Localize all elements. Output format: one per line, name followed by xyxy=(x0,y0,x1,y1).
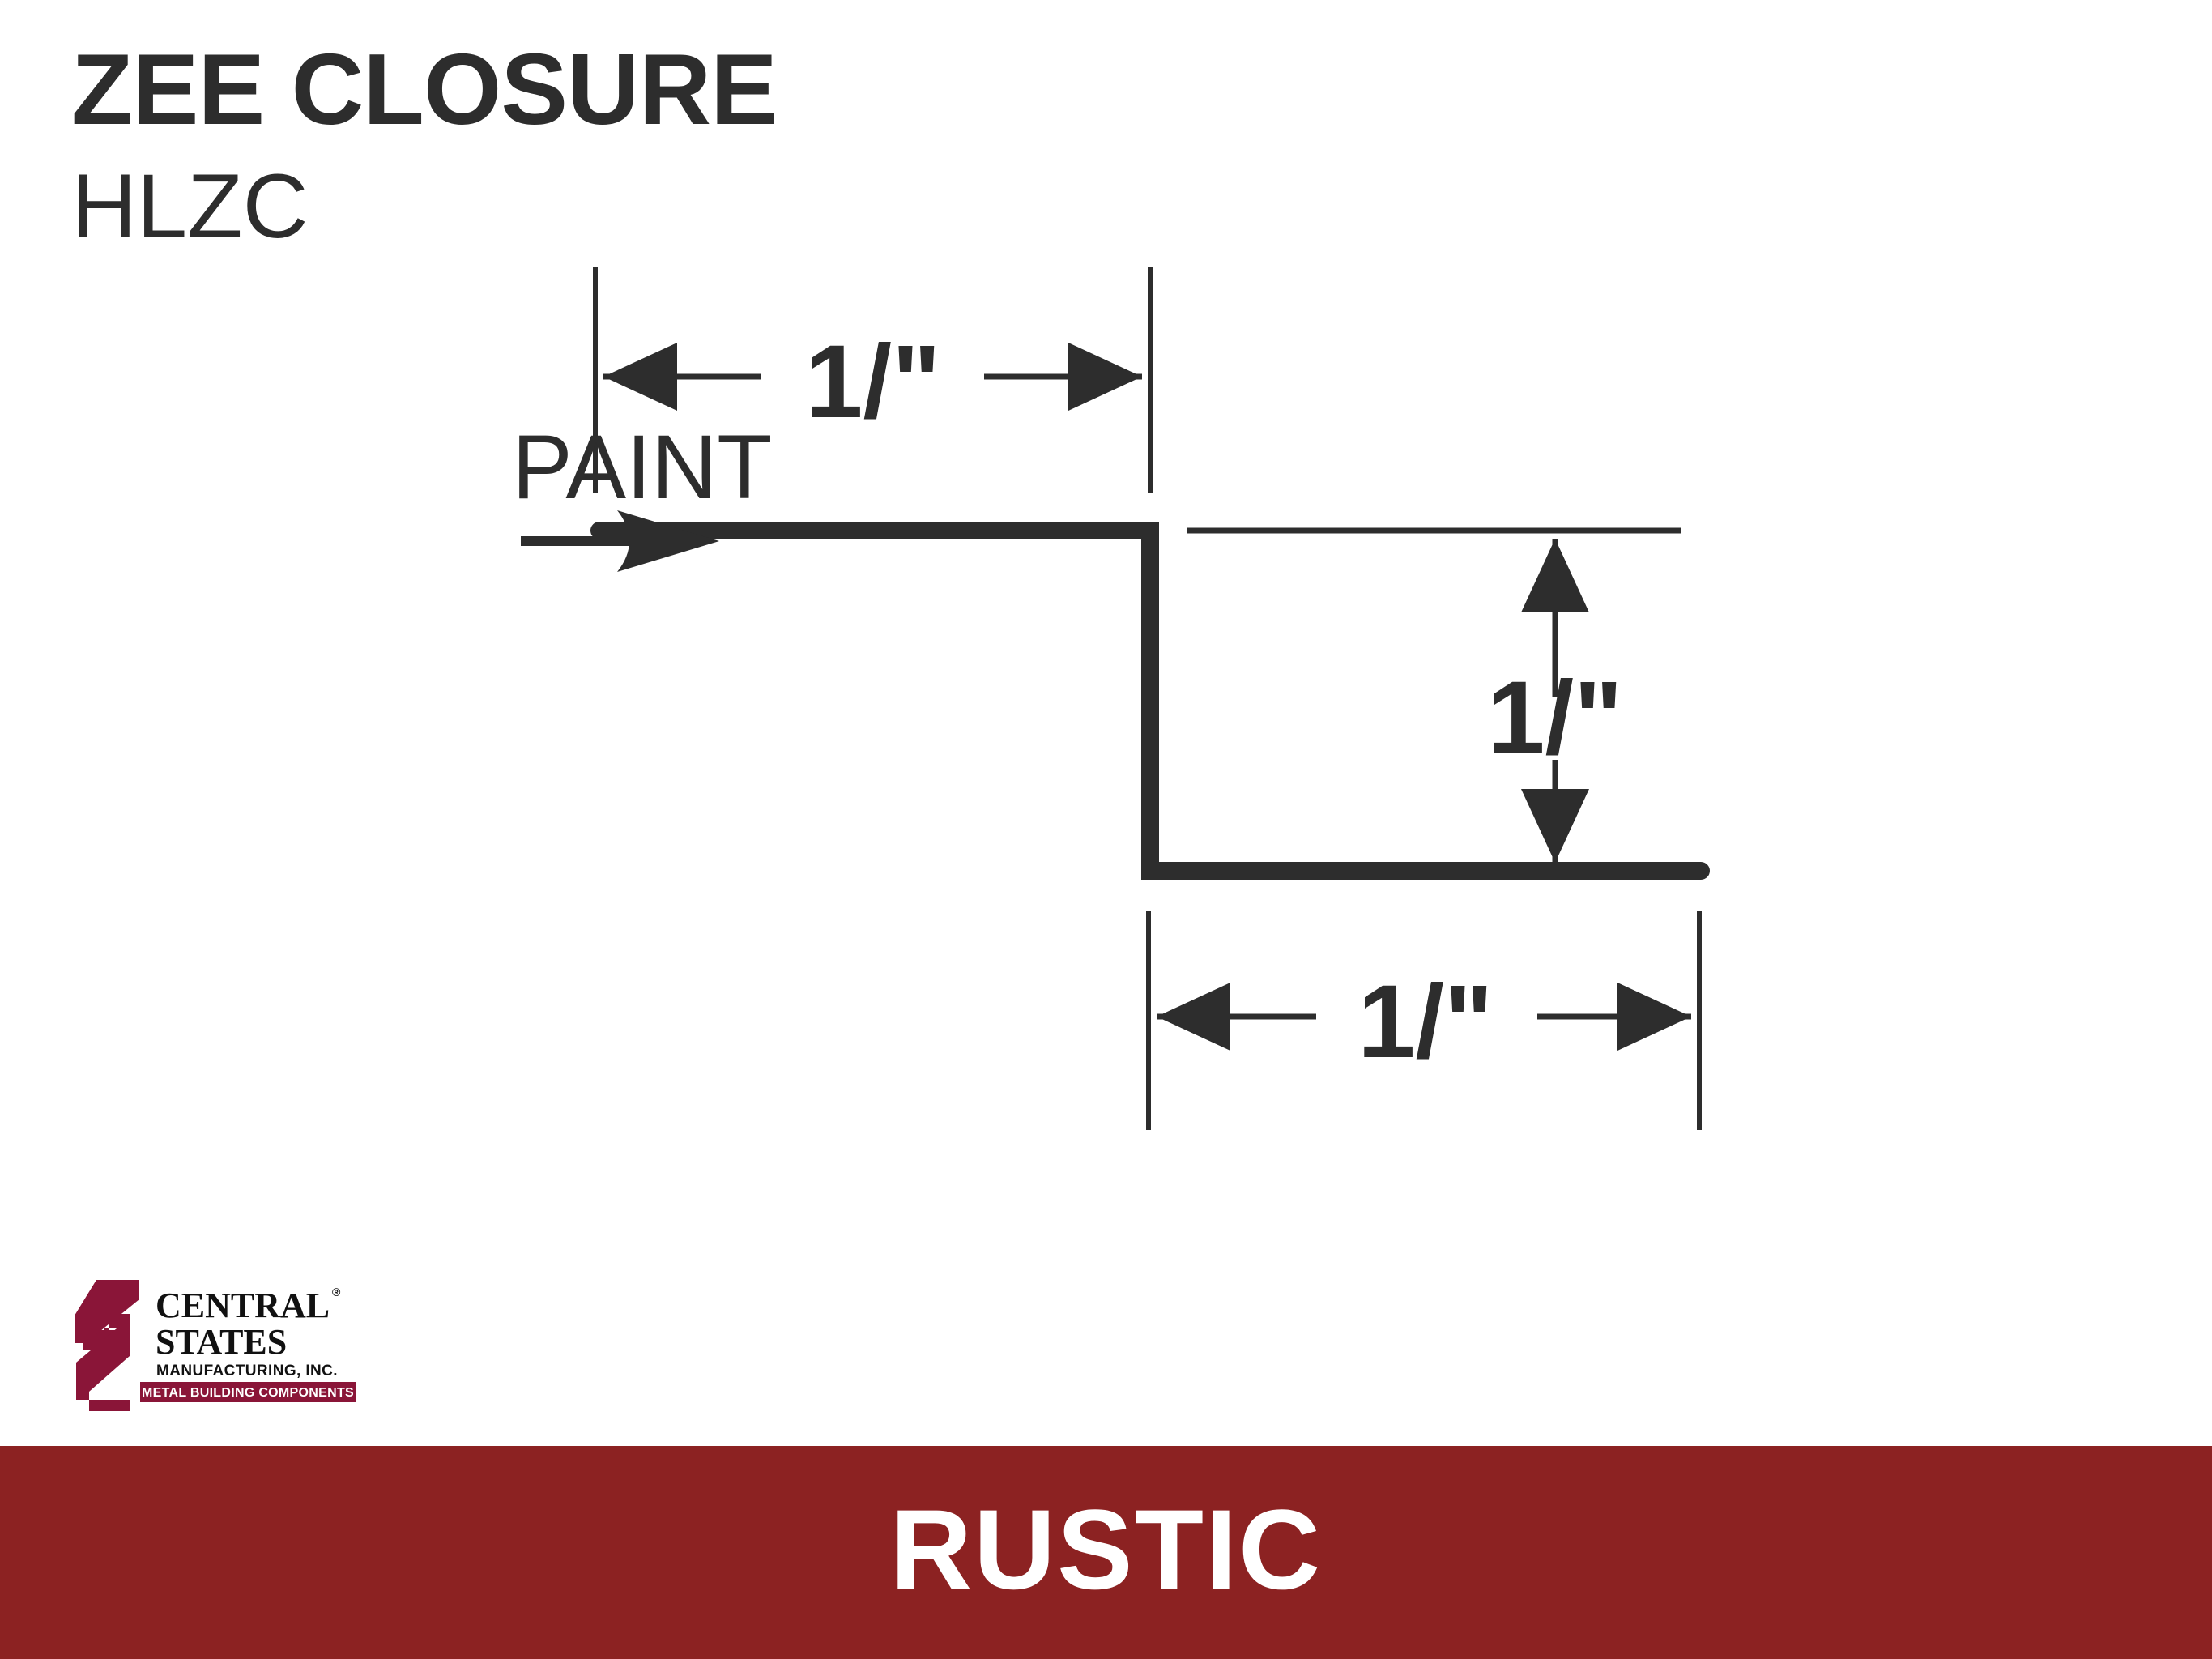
dimension-label-top: 1/" xyxy=(805,324,940,440)
footer-banner: RUSTIC xyxy=(0,1446,2212,1659)
logo-line-1: CENTRAL xyxy=(156,1286,330,1325)
company-logo: CENTRAL ® STATES MANUFACTURING, INC. MET… xyxy=(65,1278,356,1420)
zee-profile-icon xyxy=(590,522,1710,880)
logo-line-3: MANUFACTURING, INC. xyxy=(156,1363,338,1380)
technical-drawing: 1/" 1/" 1/" xyxy=(0,267,2212,1320)
dimension-top-flange-width: 1/" xyxy=(593,267,1153,493)
product-code: HLZC xyxy=(71,155,309,257)
registered-mark-icon: ® xyxy=(332,1286,341,1299)
central-states-s-mark-icon xyxy=(75,1280,139,1411)
header: ZEE CLOSURE HLZC xyxy=(71,34,1367,257)
dimension-web-height: 1/" xyxy=(1487,539,1623,863)
finish-name: RUSTIC xyxy=(889,1485,1323,1613)
logo-line-2: STATES xyxy=(156,1322,287,1362)
dimension-label-bottom: 1/" xyxy=(1357,964,1493,1080)
dimension-bottom-flange-width: 1/" xyxy=(1146,911,1702,1130)
right-arrow-icon xyxy=(521,510,719,572)
logo-banner xyxy=(140,1382,356,1402)
logo-banner-text: METAL BUILDING COMPONENTS xyxy=(142,1386,354,1400)
paint-label: PAINT xyxy=(512,416,773,518)
page-title: ZEE CLOSURE xyxy=(71,34,778,146)
dimension-label-web: 1/" xyxy=(1487,660,1622,776)
paint-callout: PAINT xyxy=(512,416,773,572)
